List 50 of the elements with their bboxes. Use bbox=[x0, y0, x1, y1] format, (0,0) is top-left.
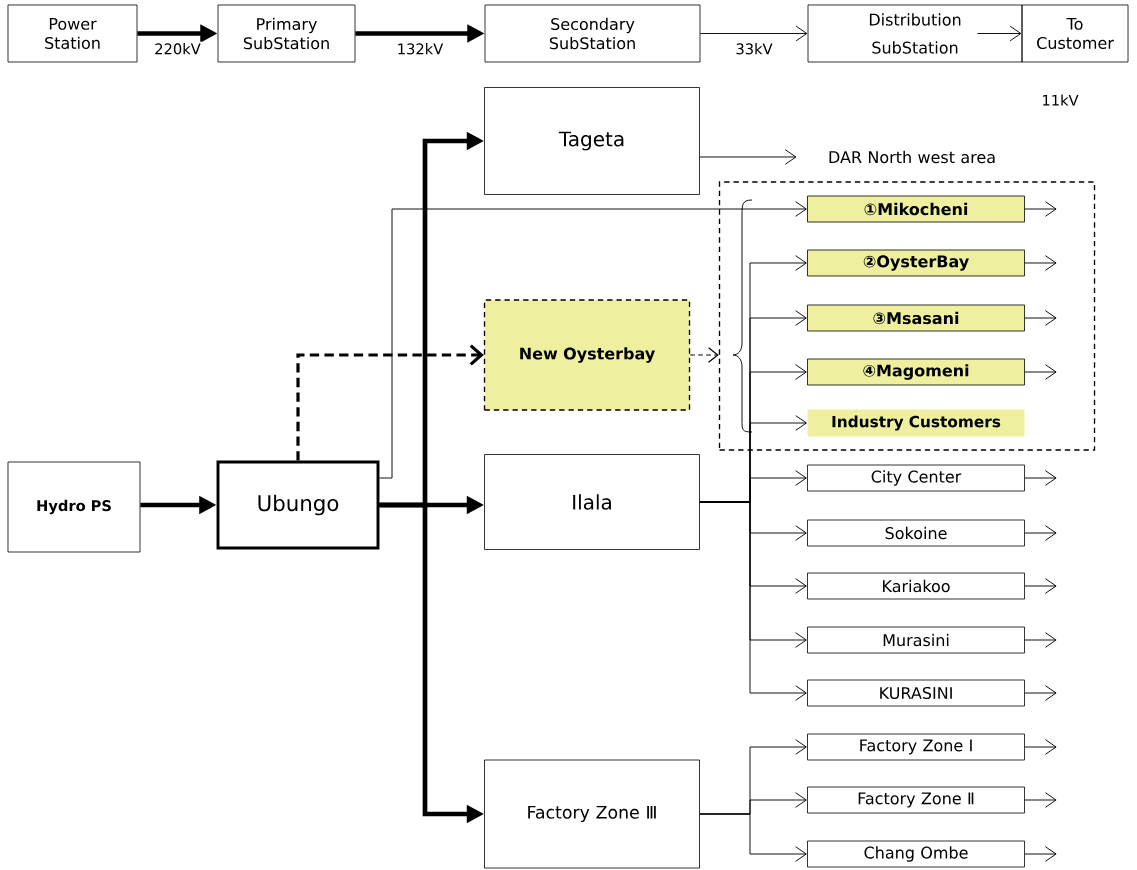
arrow bbox=[699, 501, 807, 701]
feeder-box: Sokoine bbox=[807, 519, 1025, 547]
substation-box: New Oysterbay bbox=[483, 299, 691, 411]
arrow bbox=[1024, 685, 1057, 701]
arrow bbox=[699, 25, 808, 42]
feeder-box: Chang Ombe bbox=[807, 840, 1025, 868]
edge-label: 220kV bbox=[152, 41, 203, 56]
feeder-box: Factory Zone Ⅱ bbox=[807, 786, 1025, 814]
arrow bbox=[1024, 578, 1057, 594]
arrow bbox=[1024, 201, 1057, 217]
arrow bbox=[1024, 255, 1057, 271]
substation-box: Primary SubStation bbox=[217, 4, 356, 63]
customer-box: To Customer bbox=[1021, 4, 1129, 63]
station-box: Power Station bbox=[7, 4, 138, 63]
edge-label: 33kV bbox=[734, 41, 774, 56]
feeder-box: Kariakoo bbox=[807, 572, 1025, 600]
arrow bbox=[699, 813, 807, 862]
substation-box: Ubungo bbox=[216, 460, 380, 550]
arrow bbox=[1024, 632, 1057, 648]
voltage-label: 11kV bbox=[1043, 94, 1079, 106]
arrow bbox=[689, 347, 719, 363]
feeder-box: KURASINI bbox=[807, 679, 1025, 707]
arrow bbox=[1024, 846, 1057, 862]
arrow bbox=[379, 201, 807, 479]
feeder-box: ②OysterBay bbox=[807, 249, 1025, 277]
arrow bbox=[976, 25, 1022, 42]
arrow bbox=[1024, 364, 1057, 380]
arrow bbox=[1024, 792, 1057, 808]
substation-box: Ilala bbox=[484, 454, 700, 550]
substation-box: Secondary SubStation bbox=[484, 4, 701, 63]
substation-box: Distribution SubStation bbox=[807, 4, 1023, 63]
feeder-box: ④Magomeni bbox=[807, 358, 1025, 386]
feeder-box: Factory Zone Ⅰ bbox=[807, 733, 1025, 761]
feeder-box: ③Msasani bbox=[807, 304, 1025, 332]
group-frame bbox=[718, 181, 1096, 451]
arrow bbox=[699, 149, 797, 165]
highlighted-label: Industry Customers bbox=[807, 409, 1025, 437]
arrow bbox=[1024, 739, 1057, 755]
arrow bbox=[1024, 470, 1057, 486]
edge-label: 132kV bbox=[395, 41, 445, 56]
arrow bbox=[296, 344, 484, 461]
feeder-box: Murasini bbox=[807, 626, 1025, 654]
station-box: Hydro PS bbox=[7, 461, 141, 553]
arrow bbox=[1024, 525, 1057, 541]
substation-box: Tageta bbox=[484, 87, 700, 195]
arrow bbox=[1024, 310, 1057, 326]
area-label: DAR North west area bbox=[829, 150, 995, 164]
feeder-box: ①Mikocheni bbox=[807, 195, 1025, 223]
feeder-box: City Center bbox=[807, 464, 1025, 492]
substation-box: Factory Zone Ⅲ bbox=[484, 759, 700, 869]
